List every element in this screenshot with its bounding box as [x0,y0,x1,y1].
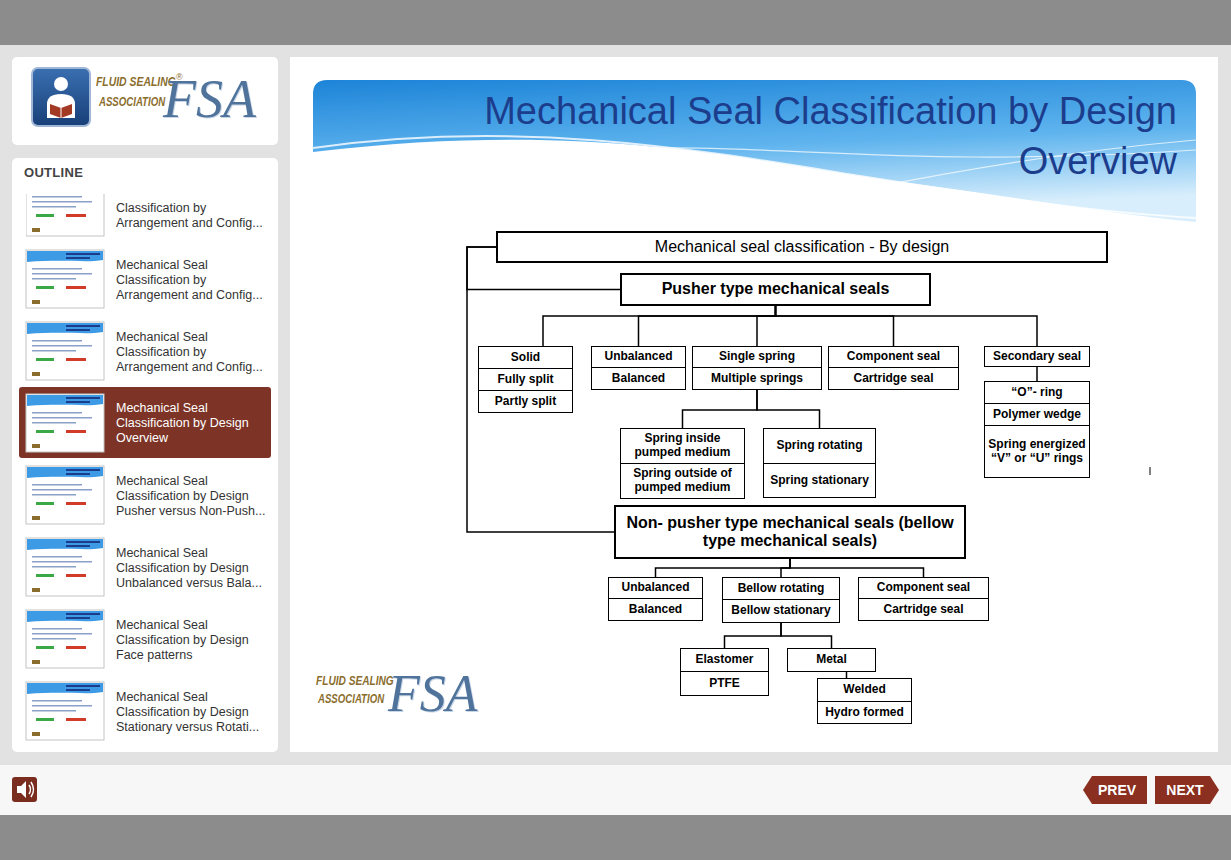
box-text: Spring energized “V” or “U” rings [985,438,1089,466]
class-box: Spring energized “V” or “U” rings [984,425,1090,478]
next-button: NEXT [1155,776,1219,804]
box-text: Hydro formed [822,706,907,720]
prev-button: PREV [1083,776,1147,804]
tree-connector [790,559,924,577]
tree-connector [725,623,782,648]
box-text: Component seal [844,350,943,364]
tree-connector [776,306,894,346]
box-text: “O”- ring [1008,386,1065,400]
class-box: Spring stationary [763,463,876,498]
box-text: Pusher type mechanical seals [659,280,893,298]
box-text: Partly split [492,395,559,409]
class-box: Cartridge seal [858,598,989,621]
box-text: Secondary seal [990,350,1084,364]
brand-monogram: FSA [388,668,478,720]
box-text: Polymer wedge [990,408,1084,422]
box-text: Non- pusher type mechanical seals (bello… [616,514,964,551]
class-box: Secondary seal [984,346,1090,367]
outline-item: Mechanical Seal Classification by Arrang… [116,258,272,303]
brand-text: ASSOCIATION [318,691,384,707]
class-box: Spring outside of pumped medium [620,463,745,499]
slide-title: Mechanical Seal Classification by Design… [447,86,1177,186]
tree-connector [781,623,832,648]
box-text: Spring inside pumped medium [621,432,744,460]
box-text: Cartridge seal [880,603,966,617]
box-text: Bellow rotating [735,582,828,596]
class-box: Balanced [591,367,686,390]
class-box: Spring inside pumped medium [620,428,745,464]
tree-connector [683,390,758,428]
brand-monogram: FSA [163,72,256,126]
tree-connector [639,306,776,346]
box-text: Component seal [874,581,973,595]
box-text: Cartridge seal [850,372,936,386]
class-box: Pusher type mechanical seals [620,273,931,306]
box-text: Spring outside of pumped medium [621,467,744,495]
box-text: Unbalanced [618,581,692,595]
box-text: Multiple springs [708,372,806,386]
outline-item: Mechanical Seal Classification by Design… [116,618,272,663]
class-box: Non- pusher type mechanical seals (bello… [614,505,966,559]
tree-connector [776,306,1038,346]
class-box: Bellow stationary [722,599,840,623]
tree-connector [543,306,776,346]
tree-connector [757,306,776,346]
class-box: Single spring [692,346,822,368]
box-text: Unbalanced [601,350,675,364]
class-box: Unbalanced [608,577,703,599]
class-box: Solid [478,346,573,369]
tree-connector [1036,367,1038,381]
tree-connector [656,559,791,577]
box-text: Single spring [716,350,798,364]
box-text: Spring rotating [774,439,866,453]
tree-connector [781,559,790,577]
box-text: Welded [840,683,888,697]
box-text: Elastomer [692,653,756,667]
brand-text: FLUID SEALING [316,673,394,689]
class-box: Spring rotating [763,428,876,464]
class-box: Unbalanced [591,346,686,368]
box-text: PTFE [706,677,743,691]
class-box: Component seal [828,346,959,368]
root-box: Mechanical seal classification - By desi… [496,231,1108,263]
class-box: Partly split [478,390,573,413]
box-text: Balanced [626,603,685,617]
class-box: Balanced [608,598,703,621]
class-box: Metal [787,648,876,672]
class-box: Cartridge seal [828,367,959,390]
outline-item-current: Mechanical Seal Classification by Design… [116,401,272,446]
class-box: Component seal [858,577,989,599]
box-text: Spring stationary [767,474,872,488]
box-text: Bellow stationary [728,604,833,618]
box-text: Balanced [609,372,668,386]
box-text: Metal [813,653,850,667]
class-box: Polymer wedge [984,403,1090,426]
outline-item: Mechanical Seal Classification by Design… [116,546,272,591]
class-box: Welded [817,678,912,702]
class-box: PTFE [680,671,769,696]
class-box: Elastomer [680,648,769,672]
class-box: Multiple springs [692,367,822,390]
box-text: Fully split [494,373,556,387]
outline-item: Mechanical Seal Classification by Arrang… [116,330,272,375]
class-box: “O”- ring [984,381,1090,404]
outline-item: Mechanical Seal Classification by Design… [116,474,272,519]
box-text: Mechanical seal classification - By desi… [652,238,952,256]
outline-item: Mechanical Seal Classification by Design… [116,690,272,735]
box-text: Solid [508,351,543,365]
brand-text: ASSOCIATION [99,94,165,110]
class-box: Bellow rotating [722,577,840,600]
class-box: Fully split [478,368,573,391]
tree-connector [757,390,820,428]
class-box: Hydro formed [817,701,912,724]
outline-item: Classification by Arrangement and Config… [116,201,272,231]
outline-heading: OUTLINE [24,165,83,180]
